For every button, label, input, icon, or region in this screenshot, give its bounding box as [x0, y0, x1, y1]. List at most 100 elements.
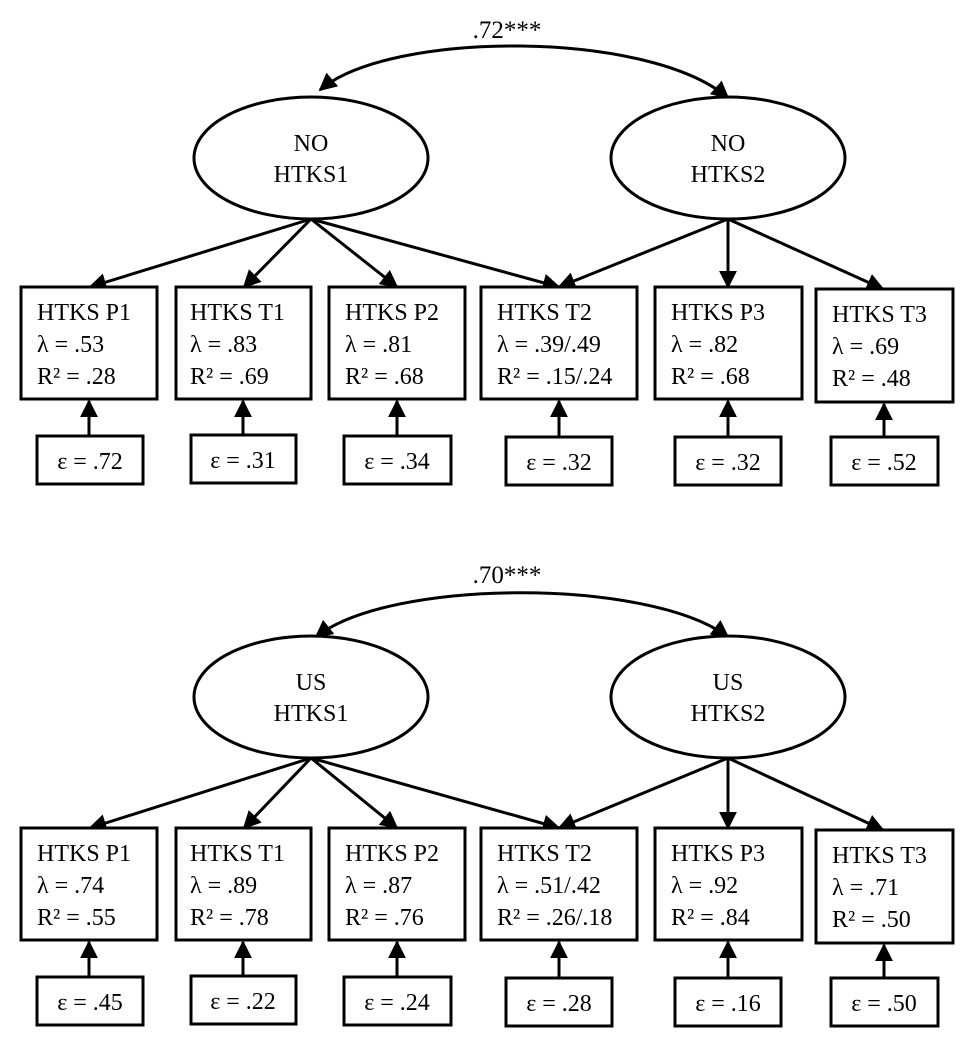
error-term-htks-p2: ε = .24	[342, 975, 453, 1027]
loading-arrow	[88, 217, 312, 291]
error-box	[189, 974, 298, 1026]
factor-label-line1: US	[296, 670, 327, 696]
indicator-htks-t3: HTKS T3 λ = .71 R² = .50	[814, 828, 955, 945]
indicator-name: HTKS P1	[37, 841, 131, 867]
error-box	[35, 434, 145, 486]
error-term-htks-t2: ε = .28	[504, 976, 614, 1028]
error-value: ε = .32	[526, 450, 592, 476]
factor-label-line1: NO	[294, 131, 329, 157]
indicator-box	[327, 285, 467, 401]
indicator-name: HTKS P2	[345, 300, 439, 326]
indicator-r2: R² = .28	[37, 364, 116, 390]
correlation-arc	[318, 44, 730, 100]
indicator-lambda: λ = .53	[37, 332, 104, 358]
indicator-r2: R² = .68	[345, 364, 424, 390]
indicator-lambda: λ = .92	[671, 873, 738, 899]
indicator-r2: R² = .48	[832, 366, 911, 392]
indicator-lambda: λ = .51/.42	[497, 873, 601, 899]
error-box	[829, 976, 940, 1028]
indicator-htks-p1: HTKS P1 λ = .74 R² = .55	[19, 826, 159, 942]
factor-ellipse	[192, 95, 430, 221]
error-box	[829, 435, 940, 487]
indicator-box	[19, 826, 159, 942]
error-value: ε = .31	[210, 448, 276, 474]
indicator-r2: R² = .84	[671, 905, 750, 931]
indicator-lambda: λ = .87	[345, 873, 412, 899]
error-term-htks-t1: ε = .31	[189, 433, 298, 485]
error-value: ε = .45	[57, 990, 123, 1016]
indicator-lambda: λ = .81	[345, 332, 412, 358]
indicator-r2: R² = .26/.18	[497, 905, 612, 931]
error-box	[342, 975, 453, 1027]
error-term-htks-t3: ε = .50	[829, 976, 940, 1028]
indicator-box	[174, 285, 313, 401]
error-value: ε = .22	[210, 989, 276, 1015]
indicator-htks-p3: HTKS P3 λ = .82 R² = .68	[653, 285, 804, 401]
indicator-htks-t2: HTKS T2 λ = .51/.42 R² = .26/.18	[479, 826, 639, 942]
factor-ellipse	[609, 634, 847, 760]
correlation-label: .70***	[473, 562, 542, 589]
indicator-box	[19, 285, 159, 401]
error-box	[673, 435, 783, 487]
error-term-htks-p2: ε = .34	[342, 434, 453, 486]
indicator-box	[327, 826, 467, 942]
indicator-name: HTKS P2	[345, 841, 439, 867]
error-box	[189, 433, 298, 485]
error-box	[504, 976, 614, 1028]
error-term-htks-p1: ε = .72	[35, 434, 145, 486]
indicator-r2: R² = .55	[37, 905, 116, 931]
indicator-htks-t1: HTKS T1 λ = .83 R² = .69	[174, 285, 313, 401]
indicator-name: HTKS T3	[832, 302, 927, 328]
indicator-name: HTKS P1	[37, 300, 131, 326]
loading-arrow	[242, 217, 313, 289]
error-value: ε = .72	[57, 449, 123, 475]
loading-arrow	[242, 756, 313, 830]
error-value: ε = .34	[364, 449, 430, 475]
indicator-box	[479, 826, 639, 942]
indicator-htks-p2: HTKS P2 λ = .81 R² = .68	[327, 285, 467, 401]
indicator-htks-t3: HTKS T3 λ = .69 R² = .48	[814, 287, 955, 404]
indicator-box	[653, 285, 804, 401]
indicator-lambda: λ = .82	[671, 332, 738, 358]
indicator-box	[174, 826, 313, 942]
indicator-htks-p2: HTKS P2 λ = .87 R² = .76	[327, 826, 467, 942]
loading-arrow	[727, 756, 885, 832]
indicator-r2: R² = .76	[345, 905, 424, 931]
correlation-arc	[314, 591, 730, 639]
indicator-htks-t1: HTKS T1 λ = .89 R² = .78	[174, 826, 313, 942]
indicator-name: HTKS T3	[832, 843, 927, 869]
factor-ellipse	[609, 95, 847, 221]
factor-label-line1: US	[713, 670, 744, 696]
loading-arrow	[310, 756, 561, 833]
indicator-box	[479, 285, 639, 401]
indicator-htks-p3: HTKS P3 λ = .92 R² = .84	[653, 826, 804, 942]
indicator-name: HTKS P3	[671, 841, 765, 867]
error-term-htks-p3: ε = .32	[673, 435, 783, 487]
indicator-box	[814, 828, 955, 945]
indicator-name: HTKS T1	[190, 300, 285, 326]
error-value: ε = .32	[695, 450, 761, 476]
error-term-htks-p1: ε = .45	[35, 975, 145, 1027]
indicator-name: HTKS T1	[190, 841, 285, 867]
indicator-name: HTKS T2	[497, 841, 592, 867]
error-value: ε = .28	[526, 991, 592, 1017]
indicator-htks-t2: HTKS T2 λ = .39/.49 R² = .15/.24	[479, 285, 639, 401]
factor-ellipse	[192, 634, 430, 760]
error-term-htks-t3: ε = .52	[829, 435, 940, 487]
error-box	[504, 435, 614, 487]
loading-arrow	[727, 217, 885, 291]
indicator-box	[814, 287, 955, 404]
error-box	[342, 434, 453, 486]
indicator-box	[653, 826, 804, 942]
indicator-lambda: λ = .39/.49	[497, 332, 601, 358]
error-box	[35, 975, 145, 1027]
indicator-r2: R² = .50	[832, 907, 911, 933]
indicator-r2: R² = .15/.24	[497, 364, 612, 390]
indicator-lambda: λ = .69	[832, 334, 899, 360]
error-term-htks-t2: ε = .32	[504, 435, 614, 487]
error-value: ε = .52	[851, 450, 917, 476]
error-term-htks-p3: ε = .16	[673, 976, 783, 1028]
indicator-r2: R² = .78	[190, 905, 269, 931]
panel-us: .70*** US HTKS1 US HTKS2 HTKS P1 λ = .74…	[19, 562, 955, 1028]
